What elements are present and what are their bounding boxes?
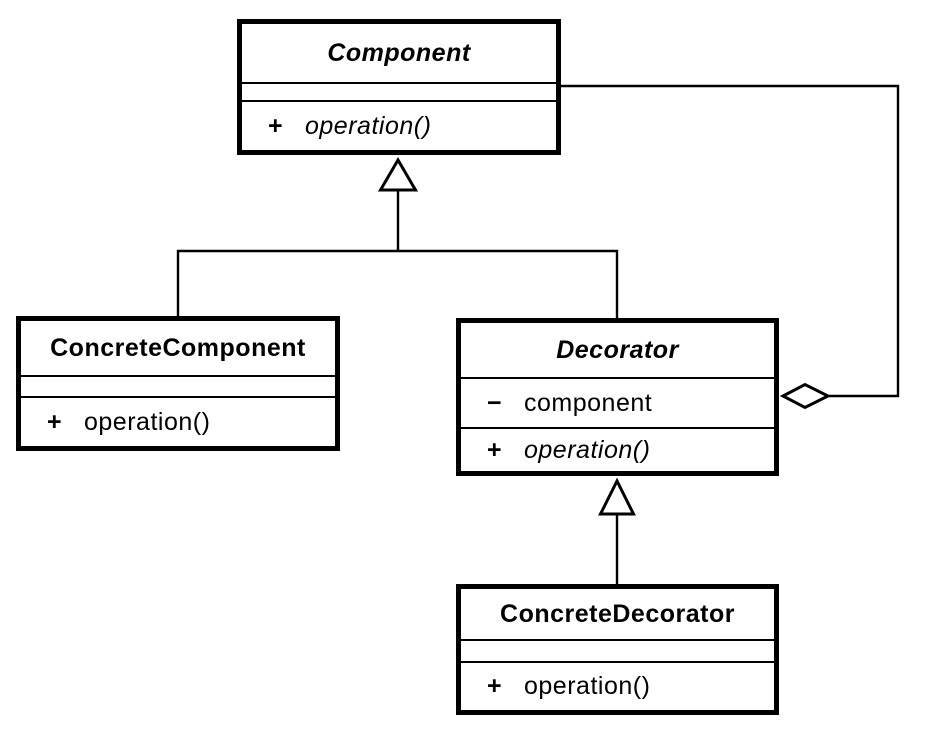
operation-signature: operation() <box>305 111 432 140</box>
operations-section-decorator: + operation() <box>461 427 774 471</box>
attributes-section-component <box>242 82 556 100</box>
generalization-triangle-icon <box>598 477 636 516</box>
operation-signature: operation() <box>524 672 651 700</box>
visibility-marker: + <box>487 672 503 700</box>
visibility-marker: + <box>47 407 63 436</box>
visibility-marker: − <box>487 388 503 417</box>
generalization-rail <box>176 249 619 318</box>
operations-section-concrete-decorator: + operation() <box>461 661 774 710</box>
class-box-concrete-decorator: ConcreteDecorator + operation() <box>456 584 779 715</box>
aggregation-line <box>561 84 900 398</box>
class-box-decorator: Decorator − component + operation() <box>456 318 779 476</box>
operations-section-concrete-component: + operation() <box>21 396 335 446</box>
attribute-name: component <box>524 388 653 417</box>
operation-signature: operation() <box>84 407 211 436</box>
class-name-component: Component <box>327 38 471 67</box>
generalization-triangle-icon <box>377 157 419 192</box>
visibility-marker: + <box>487 435 503 464</box>
visibility-marker: + <box>268 111 284 140</box>
operations-section-component: + operation() <box>242 100 556 150</box>
class-name-decorator: Decorator <box>556 335 679 364</box>
class-name-concrete-decorator: ConcreteDecorator <box>500 599 735 628</box>
class-box-component: Component + operation() <box>237 19 561 155</box>
class-box-concrete-component: ConcreteComponent + operation() <box>16 316 340 451</box>
aggregation-diamond-icon <box>779 382 832 410</box>
operation-signature: operation() <box>524 435 651 464</box>
attributes-section-concrete-component <box>21 375 335 396</box>
attributes-section-decorator: − component <box>461 377 774 427</box>
class-name-concrete-component: ConcreteComponent <box>50 333 306 362</box>
attributes-section-concrete-decorator <box>461 639 774 661</box>
